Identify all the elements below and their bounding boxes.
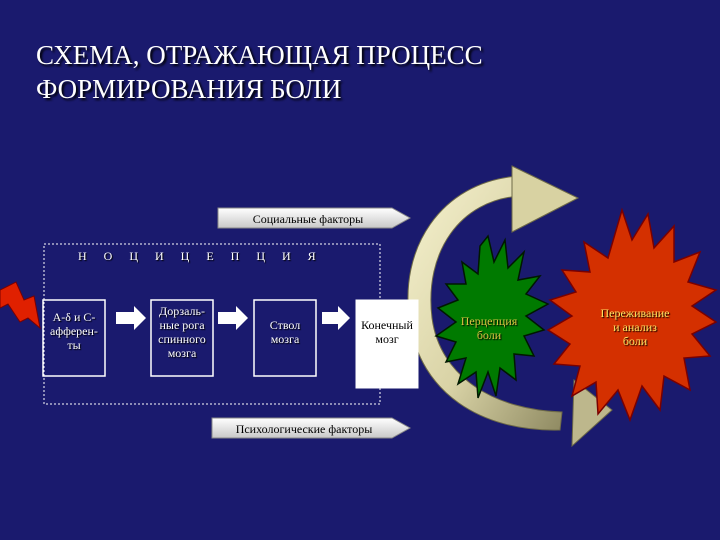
brainstem-label: Ствол мозга: [269, 318, 301, 346]
pain-stimulus-lightning-icon: [0, 281, 41, 330]
curved-arrow-head-bottom: [571, 378, 613, 448]
social-factors-arrow: [217, 207, 412, 229]
nociception-label: НОЦИЦЕПЦИЯ: [78, 249, 333, 263]
social-factors-label: Социальные факторы: [252, 212, 364, 226]
psychological-factors-arrow: [211, 417, 412, 439]
experience-burst: [546, 207, 718, 423]
cerebrum-label: Конечный мозг: [361, 318, 413, 346]
dorsal-horns-box: [150, 299, 214, 377]
arrow-brainstem-to-cerebrum: [322, 306, 350, 330]
cerebrum-box: [355, 299, 419, 389]
dorsal-horns-label: Дорзаль- ные рога спинного мозга: [158, 304, 206, 360]
arrow-afferents-to-dorsal: [116, 306, 146, 330]
curved-arrow-head-top: [511, 165, 580, 233]
slide-title: СХЕМА, ОТРАЖАЮЩАЯ ПРОЦЕСС ФОРМИРОВАНИЯ Б…: [36, 40, 483, 104]
psychological-factors-label: Психологические факторы: [235, 422, 373, 436]
arrow-dorsal-to-brainstem: [218, 306, 248, 330]
curved-arrow: [407, 165, 613, 448]
perception-label: Перцепция боли: [460, 314, 518, 342]
afferents-box: [42, 299, 106, 377]
experience-label: Переживание и анализ боли: [600, 306, 670, 348]
brainstem-box: [253, 299, 317, 377]
perception-burst: [434, 234, 550, 399]
afferents-label: А-δ и С- афферен- ты: [50, 310, 98, 352]
